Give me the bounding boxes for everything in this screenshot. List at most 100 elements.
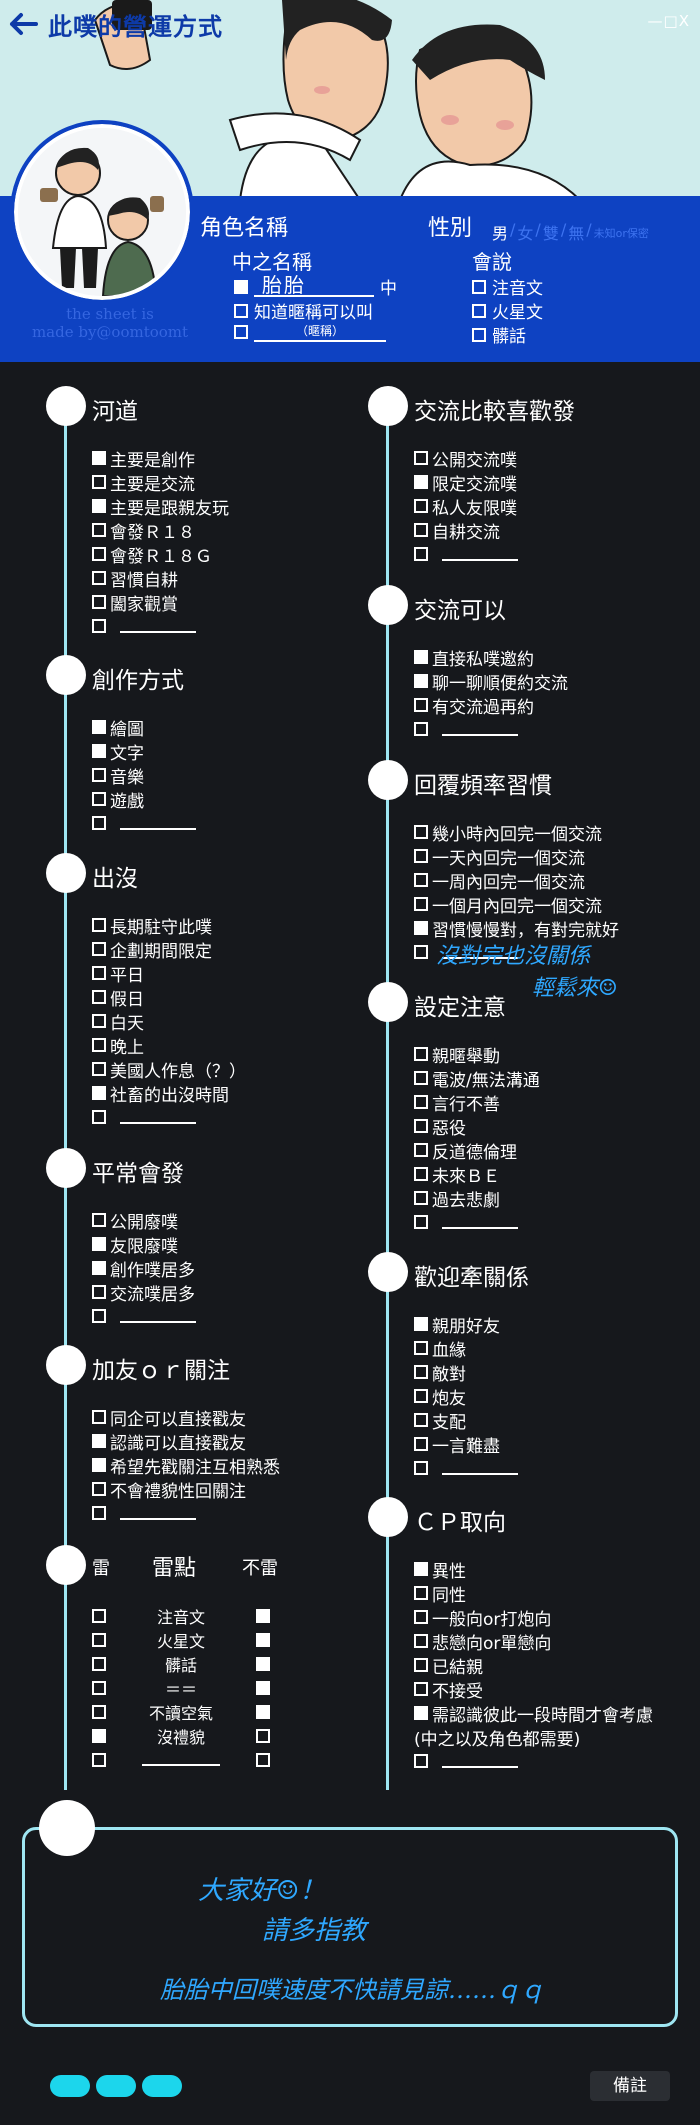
gender-unknown[interactable]: 未知or保密 <box>593 227 649 240</box>
nick-field[interactable]: （暱稱） <box>254 322 386 342</box>
option-item[interactable]: 惡役 <box>414 1114 540 1139</box>
option-item[interactable]: 限定交流噗 <box>414 470 518 495</box>
lei-checkbox[interactable] <box>92 1657 106 1671</box>
blank-input[interactable] <box>442 722 518 736</box>
option-item-blank[interactable] <box>414 717 568 741</box>
option-item[interactable]: 一個月內回完一個交流 <box>414 892 619 917</box>
option-checkbox[interactable] <box>92 1110 106 1124</box>
blank-input[interactable] <box>142 1752 220 1766</box>
know-nick-checkbox[interactable] <box>234 303 248 318</box>
option-checkbox[interactable] <box>92 1086 106 1100</box>
option-item-blank[interactable] <box>92 614 229 638</box>
option-item[interactable]: 闔家觀賞 <box>92 590 229 615</box>
option-item-blank[interactable] <box>92 1105 246 1129</box>
option-checkbox[interactable] <box>414 1413 428 1427</box>
option-checkbox[interactable] <box>414 523 428 537</box>
option-item[interactable]: 幾小時內回完一個交流 <box>414 820 619 845</box>
blank-input[interactable] <box>120 816 196 830</box>
option-checkbox[interactable] <box>92 966 106 980</box>
option-checkbox[interactable] <box>92 475 106 489</box>
option-checkbox[interactable] <box>414 547 428 561</box>
option-item[interactable]: 平日 <box>92 961 246 986</box>
gender-both[interactable]: 雙 <box>542 224 559 243</box>
option-item[interactable]: 遊戲 <box>92 787 196 812</box>
option-checkbox[interactable] <box>92 619 106 633</box>
option-item[interactable]: 一般向or打炮向 <box>414 1605 653 1630</box>
speak-checkbox[interactable] <box>472 279 486 294</box>
option-checkbox[interactable] <box>92 990 106 1004</box>
memo-button[interactable]: 備註 <box>590 2071 670 2101</box>
option-item[interactable]: 未來ＢＥ <box>414 1162 540 1187</box>
option-item-blank[interactable] <box>92 1501 280 1525</box>
option-checkbox[interactable] <box>92 942 106 956</box>
lei-checkbox[interactable] <box>92 1681 106 1695</box>
option-item[interactable]: 親暱舉動 <box>414 1042 540 1067</box>
option-checkbox[interactable] <box>414 1047 428 1061</box>
option-item[interactable]: 長期駐守此噗 <box>92 913 246 938</box>
option-item[interactable]: 音樂 <box>92 763 196 788</box>
option-item[interactable]: 不會禮貌性回關注 <box>92 1477 280 1502</box>
option-item[interactable]: 社畜的出沒時間 <box>92 1081 246 1106</box>
speak-checkbox[interactable] <box>472 327 486 342</box>
option-item-blank[interactable] <box>414 1456 518 1480</box>
gender-female[interactable]: 女 <box>517 224 534 243</box>
option-item[interactable]: 反道德倫理 <box>414 1138 540 1163</box>
option-checkbox[interactable] <box>92 523 106 537</box>
not-lei-checkbox[interactable] <box>256 1609 270 1623</box>
option-checkbox[interactable] <box>414 1119 428 1133</box>
option-item[interactable]: 希望先戳關注互相熟悉 <box>92 1453 280 1478</box>
not-lei-checkbox[interactable] <box>256 1633 270 1647</box>
option-checkbox[interactable] <box>92 451 106 465</box>
option-item[interactable]: 公開交流噗 <box>414 446 518 471</box>
option-checkbox[interactable] <box>414 1586 428 1600</box>
option-checkbox[interactable] <box>414 722 428 736</box>
option-checkbox[interactable] <box>414 825 428 839</box>
blank-input[interactable] <box>120 1506 196 1520</box>
option-item[interactable]: 一言難盡 <box>414 1432 518 1457</box>
option-checkbox[interactable] <box>92 499 106 513</box>
blank-input[interactable] <box>442 1461 518 1475</box>
option-item[interactable]: 會發Ｒ１８Ｇ <box>92 542 229 567</box>
option-item[interactable]: 私人友限噗 <box>414 494 518 519</box>
option-item-blank[interactable] <box>414 1210 540 1234</box>
speak-checkbox[interactable] <box>472 303 486 318</box>
option-item-blank[interactable] <box>414 1749 653 1773</box>
blank-input[interactable] <box>442 1215 518 1229</box>
option-checkbox[interactable] <box>92 571 106 585</box>
option-item[interactable]: 親朋好友 <box>414 1312 518 1337</box>
option-item[interactable]: 美國人作息（？） <box>92 1057 246 1082</box>
option-item[interactable]: 晚上 <box>92 1033 246 1058</box>
blank-input[interactable] <box>442 945 518 959</box>
not-lei-checkbox[interactable] <box>256 1705 270 1719</box>
option-checkbox[interactable] <box>92 768 106 782</box>
option-item[interactable]: 公開廢噗 <box>92 1208 196 1233</box>
option-item[interactable]: 言行不善 <box>414 1090 540 1115</box>
option-checkbox[interactable] <box>92 1482 106 1496</box>
option-checkbox[interactable] <box>414 475 428 489</box>
option-checkbox[interactable] <box>92 1038 106 1052</box>
option-checkbox[interactable] <box>414 650 428 664</box>
option-checkbox[interactable] <box>92 1309 106 1323</box>
option-checkbox[interactable] <box>414 1461 428 1475</box>
option-checkbox[interactable] <box>414 451 428 465</box>
lei-checkbox[interactable] <box>92 1753 106 1767</box>
option-checkbox[interactable] <box>92 1261 106 1275</box>
option-item[interactable]: 不接受 <box>414 1677 653 1702</box>
option-checkbox[interactable] <box>92 792 106 806</box>
option-item[interactable]: 繪圖 <box>92 715 196 740</box>
not-lei-checkbox[interactable] <box>256 1753 270 1767</box>
option-checkbox[interactable] <box>92 1410 106 1424</box>
option-item[interactable]: 敵對 <box>414 1360 518 1385</box>
back-arrow-icon[interactable] <box>8 12 40 36</box>
option-item[interactable]: 已結親 <box>414 1653 653 1678</box>
option-checkbox[interactable] <box>414 1610 428 1624</box>
option-checkbox[interactable] <box>414 1658 428 1672</box>
option-checkbox[interactable] <box>92 1062 106 1076</box>
option-checkbox[interactable] <box>414 1754 428 1768</box>
not-lei-checkbox[interactable] <box>256 1657 270 1671</box>
blank-input[interactable] <box>442 547 518 561</box>
option-item-blank[interactable] <box>414 542 518 566</box>
option-checkbox[interactable] <box>414 698 428 712</box>
nick-checkbox[interactable] <box>234 325 248 339</box>
option-item[interactable]: 友限廢噗 <box>92 1232 196 1257</box>
